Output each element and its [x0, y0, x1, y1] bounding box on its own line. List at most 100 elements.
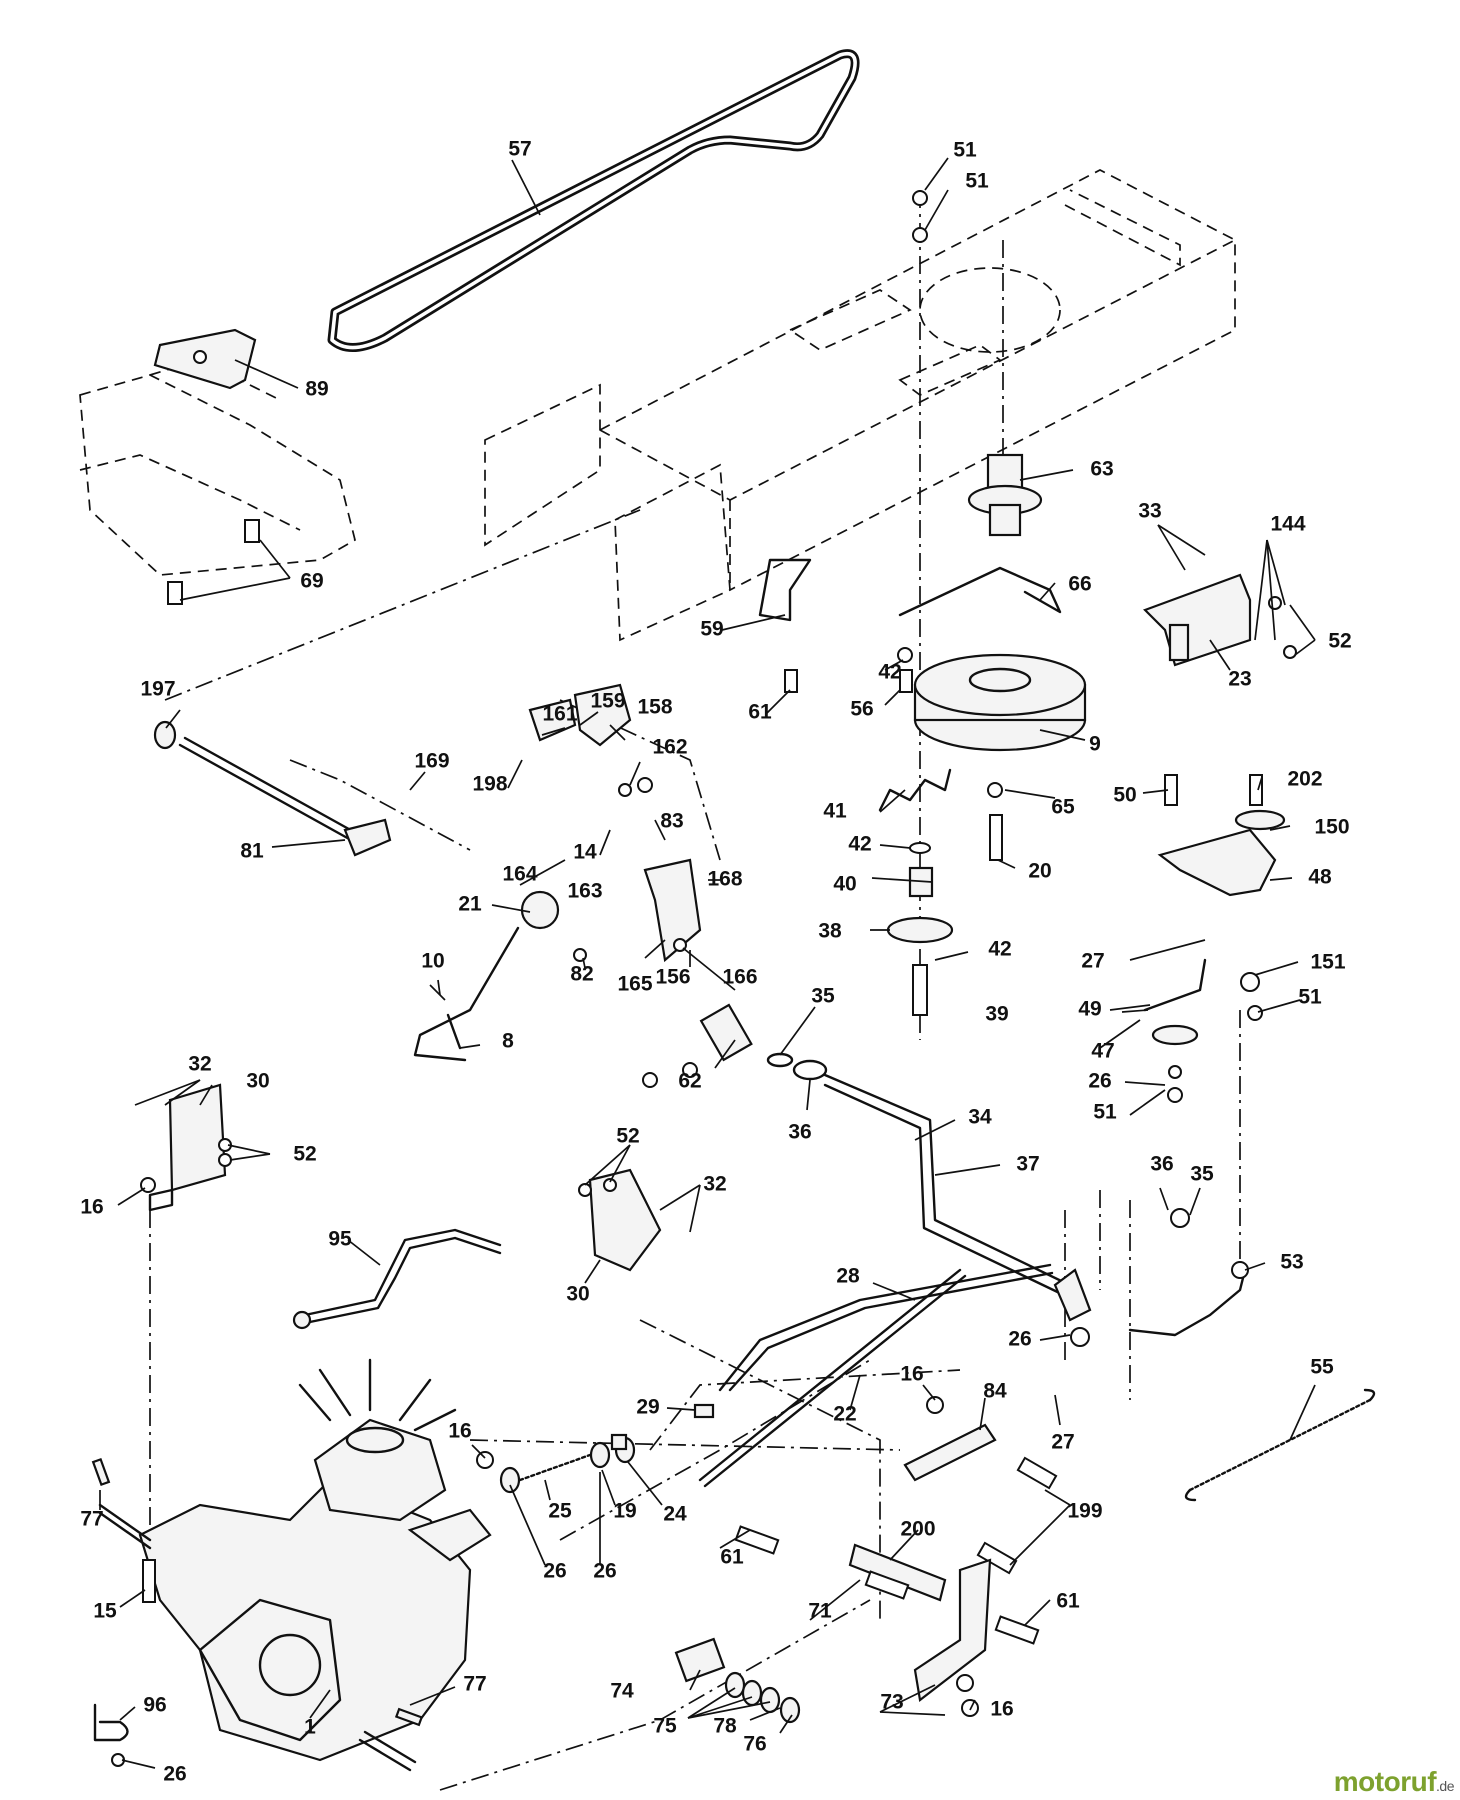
callout-16: 16 [448, 1420, 471, 1443]
callout-25: 25 [548, 1500, 572, 1523]
callout-197: 197 [140, 678, 175, 701]
callout-52: 52 [1328, 630, 1351, 653]
callout-8: 8 [502, 1030, 514, 1053]
brake-spring [499, 1433, 636, 1494]
callout-26: 26 [163, 1763, 186, 1786]
callout-39: 39 [985, 1003, 1008, 1026]
callout-27: 27 [1081, 950, 1104, 973]
callout-51: 51 [965, 170, 989, 193]
brake-bracket [734, 1525, 1040, 1702]
bushing-stack [674, 1637, 801, 1724]
control-rod [1128, 1268, 1247, 1337]
callout-26: 26 [1088, 1070, 1111, 1093]
callout-32: 32 [703, 1173, 726, 1196]
callout-52: 52 [616, 1125, 639, 1148]
idler-arm [1143, 774, 1286, 1046]
callout-48: 48 [1308, 866, 1332, 889]
callout-10: 10 [421, 950, 444, 973]
callout-162: 162 [652, 736, 687, 759]
hairpin-96 [93, 1703, 129, 1742]
callout-71: 71 [808, 1600, 832, 1623]
shift-rod [153, 720, 392, 857]
callout-62: 62 [678, 1070, 701, 1093]
callout-65: 65 [1051, 796, 1075, 819]
callout-66: 66 [1068, 573, 1091, 596]
callout-78: 78 [713, 1715, 737, 1738]
callout-161: 161 [542, 703, 577, 726]
callout-52: 52 [293, 1143, 316, 1166]
link-84 [903, 1423, 1058, 1575]
electric-clutch [913, 653, 1087, 752]
callout-29: 29 [636, 1396, 659, 1419]
callout-159: 159 [590, 690, 625, 713]
idler-stack [878, 768, 954, 1016]
transaxle [91, 1358, 492, 1772]
bracket-158 [528, 683, 632, 747]
callout-166: 166 [722, 966, 757, 989]
callout-1: 1 [304, 1716, 316, 1739]
rod-end-53 [1231, 1261, 1249, 1279]
callout-202: 202 [1287, 768, 1322, 791]
callout-198: 198 [472, 773, 507, 796]
callout-42: 42 [878, 661, 901, 684]
callout-15: 15 [93, 1600, 117, 1623]
callout-55: 55 [1310, 1356, 1334, 1379]
callout-38: 38 [818, 920, 842, 943]
callout-144: 144 [1270, 513, 1305, 536]
callout-51: 51 [953, 139, 977, 162]
bolts-69 [167, 519, 260, 605]
callout-9: 9 [1089, 733, 1101, 756]
callout-51: 51 [1298, 986, 1322, 1009]
callout-41: 41 [823, 800, 847, 823]
callout-73: 73 [880, 1691, 903, 1714]
callout-33: 33 [1138, 500, 1161, 523]
callout-34: 34 [968, 1106, 992, 1129]
callout-24: 24 [663, 1503, 687, 1526]
callout-47: 47 [1091, 1040, 1114, 1063]
callout-36: 36 [1150, 1153, 1173, 1176]
callout-168: 168 [707, 868, 742, 891]
callout-35: 35 [1190, 1163, 1214, 1186]
callout-156: 156 [655, 966, 690, 989]
bracket-30-centre [588, 1168, 662, 1272]
callout-16: 16 [990, 1698, 1013, 1721]
callout-61: 61 [720, 1546, 744, 1569]
plate-165 [643, 858, 702, 963]
callout-82: 82 [570, 963, 593, 986]
support-59 [758, 558, 812, 622]
callout-21: 21 [458, 893, 482, 916]
callout-37: 37 [1016, 1153, 1039, 1176]
tractor-frame [484, 169, 1236, 642]
callout-151: 151 [1310, 951, 1345, 974]
callout-158: 158 [637, 696, 672, 719]
callout-50: 50 [1113, 784, 1136, 807]
callout-69: 69 [300, 570, 323, 593]
callout-23: 23 [1228, 668, 1251, 691]
fasteners [111, 190, 1297, 1767]
bracket-23 [1143, 573, 1252, 667]
callout-28: 28 [836, 1265, 860, 1288]
callout-165: 165 [617, 973, 652, 996]
callout-14: 14 [573, 841, 597, 864]
callout-26: 26 [543, 1560, 566, 1583]
front-body-outline [79, 359, 356, 576]
callout-75: 75 [653, 1715, 677, 1738]
watermark-tld: .de [1436, 1778, 1454, 1794]
brand-watermark: motoruf.de [1334, 1766, 1455, 1798]
callout-labels: 57 51 51 89 69 63 33 144 66 52 23 59 42 … [80, 138, 1351, 1786]
callout-40: 40 [833, 873, 856, 896]
callout-53: 53 [1280, 1251, 1303, 1274]
callout-30: 30 [246, 1070, 269, 1093]
callout-96: 96 [143, 1694, 166, 1717]
linkage-rod [693, 1263, 1054, 1488]
callout-22: 22 [833, 1403, 856, 1426]
callout-16: 16 [900, 1363, 923, 1386]
callout-27: 27 [1051, 1431, 1074, 1454]
pedal-rod [292, 1228, 502, 1330]
extension-spring [1184, 1388, 1376, 1502]
callout-42: 42 [988, 938, 1011, 961]
callout-36: 36 [788, 1121, 811, 1144]
callout-95: 95 [328, 1228, 352, 1251]
callout-51: 51 [1093, 1101, 1117, 1124]
